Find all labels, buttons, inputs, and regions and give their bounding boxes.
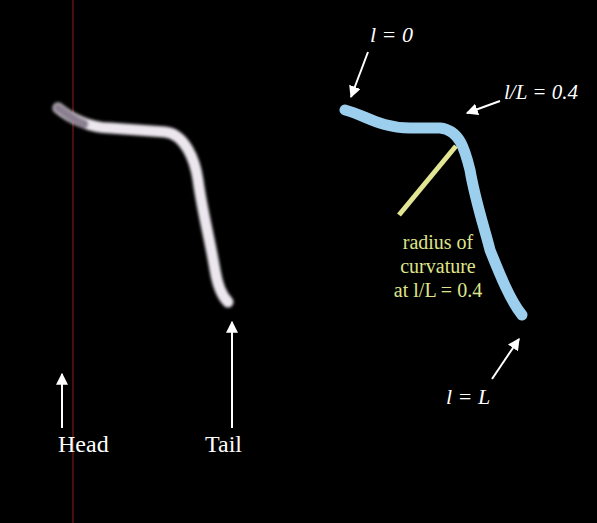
position-label: l = 0 <box>370 22 413 48</box>
position-label: l/L = 0.4 <box>504 80 578 105</box>
part-label: Head <box>58 430 109 459</box>
centerline-curve <box>345 110 522 315</box>
position-label: l = L <box>446 384 490 410</box>
pointer-arrow <box>467 101 500 113</box>
pointer-arrow <box>492 339 519 379</box>
pointer-arrow <box>61 374 63 428</box>
worm-image <box>58 108 228 302</box>
part-label: Tail <box>205 430 242 459</box>
pointer-arrow <box>231 322 233 428</box>
radius-label: radius of curvature at l/L = 0.4 <box>392 230 484 302</box>
radius-line <box>399 146 456 215</box>
pointer-arrow <box>351 52 368 97</box>
